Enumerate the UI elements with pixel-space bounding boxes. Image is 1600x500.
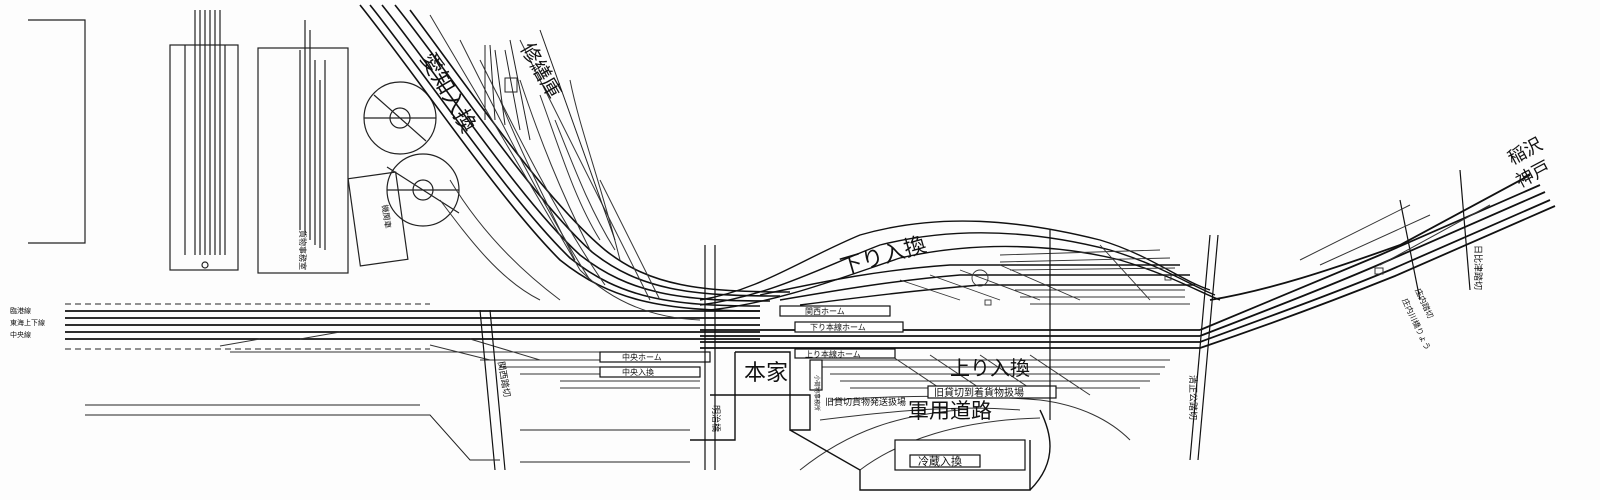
label-nobori-honsen-home: 上り本線ホーム (805, 349, 861, 359)
shuzenko-lines (484, 29, 616, 241)
label-gunyo-doro: 軍用道路 (908, 399, 992, 423)
aichi-curve-lines (359, 4, 791, 312)
dashed-boundary (65, 303, 430, 350)
station-through-lines (700, 174, 1556, 349)
label-rinkou-sen: 臨港線 (10, 306, 31, 315)
label-chuo-irekae: 中央入換 (622, 367, 654, 377)
label-tokaido-joge-sen: 東海上下線 (10, 318, 45, 327)
label-chuo-home: 中央ホーム (622, 352, 662, 362)
label-kodensha: 小荷物事務所 (813, 375, 821, 411)
label-kiyomasa-koen-fumikiri: 清正公踏切 (1187, 375, 1199, 420)
label-meiji-bashi: 明治橋 (710, 405, 722, 432)
label-shuzenko: 修繕庫 (516, 39, 567, 103)
kudari-ladder-lines (899, 244, 1190, 306)
aichi-secondary-lines (429, 14, 701, 321)
crossings (479, 169, 1471, 471)
platforms (599, 305, 1057, 471)
label-reizo-irekae: 冷蔵入換 (918, 455, 962, 468)
nobori-yard-lines (799, 354, 1170, 471)
label-chuo-sen: 中央線 (10, 330, 31, 339)
platform-blocks-left (169, 10, 349, 274)
lower-left-street (85, 404, 690, 463)
label-kansai-home: 関西ホーム (805, 307, 845, 316)
station-building-outline (690, 351, 1051, 491)
turntables (347, 81, 460, 267)
label-kudari-honsen-home: 下り本線ホーム (810, 322, 866, 332)
label-kikansha: 機関車 (380, 204, 393, 229)
label-honya: 本家 (744, 361, 788, 386)
label-kamotsu-jimushitsu: 貨物事務室 (298, 230, 308, 270)
left-building-outline (28, 19, 86, 244)
label-nobori-irekae: 上り入換 (950, 356, 1030, 380)
label-hibitsu-fumikiri: 日比津踏切 (1472, 245, 1484, 290)
main-lines (65, 310, 760, 340)
far-right-lines (1299, 204, 1491, 275)
label-kyu-kashikiri-touchaku: 旧貸切到着貨物扱場 (934, 386, 1024, 399)
label-kudari-irekae: 下り入換 (838, 232, 929, 280)
label-kyu-kashikiri-hassou: 旧貸切貨物発送扱場 (825, 396, 906, 408)
